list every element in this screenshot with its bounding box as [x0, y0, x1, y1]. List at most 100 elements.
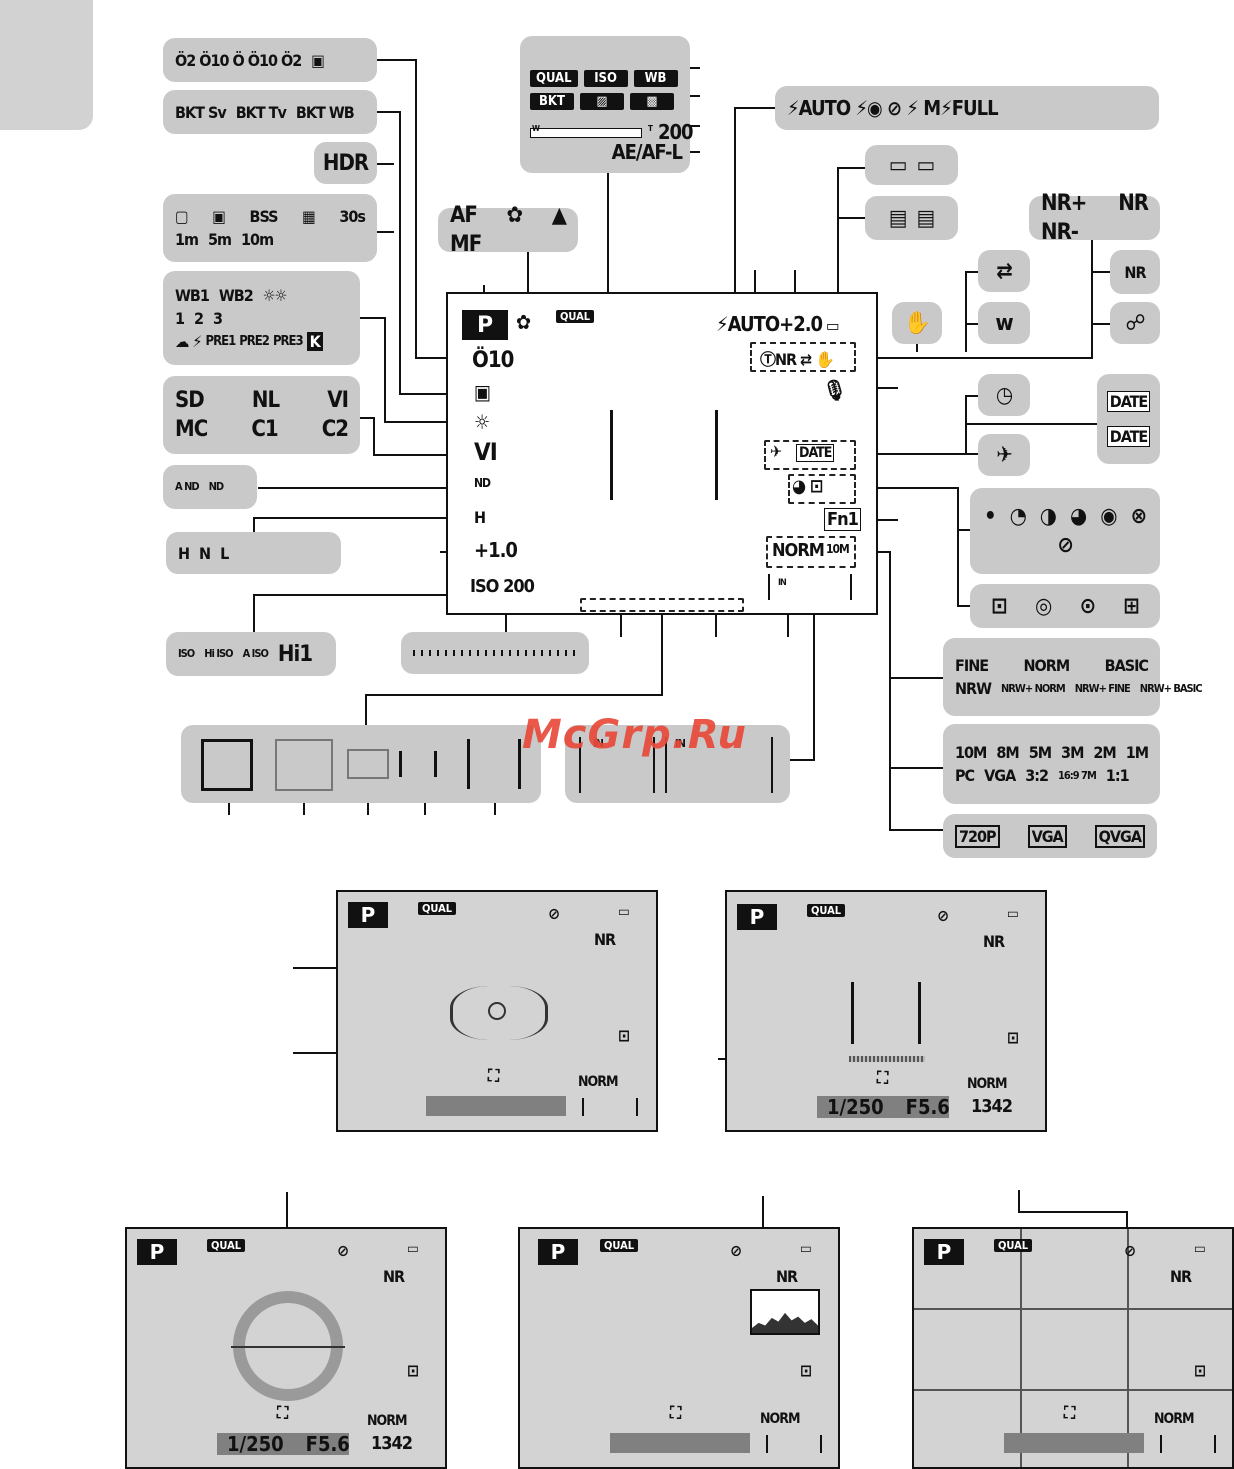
- ae-af-lock: AE/AF-L: [611, 140, 683, 164]
- white-balance-box: WB1 WB2 ☼☼ 1 2 3 ☁ ⚡ PRE1 PRE2 PRE3 K: [163, 271, 360, 365]
- q-nrw: NRW: [955, 679, 992, 698]
- af-target: [488, 1002, 506, 1020]
- norm-indicator: NORM: [760, 1411, 800, 1427]
- metering-icon: ⊡: [800, 1361, 812, 1380]
- quality-indicator: NORM: [772, 540, 825, 561]
- bkt-tv: BKT Tv: [235, 102, 287, 122]
- exposure-scale-box: [401, 632, 589, 674]
- exposure-scale: [413, 650, 577, 656]
- multishot-icon: ▦: [302, 207, 316, 226]
- size-8m: 8M: [996, 743, 1019, 762]
- battery-icon: ▭: [1194, 1241, 1206, 1257]
- picture-control-box: SD NL VI MC C1 C2: [163, 376, 360, 454]
- grid-v1: [1020, 1229, 1022, 1467]
- vr-hand-icon: ✋: [903, 310, 931, 336]
- size-vga: VGA: [984, 766, 1016, 785]
- aperture: F5.6: [305, 1432, 350, 1456]
- qual-indicator: QUAL: [556, 310, 595, 323]
- mode-indicator: P: [348, 902, 388, 928]
- memory-card-icon-1: ▤: [888, 205, 908, 231]
- example-screen-4: P QUAL ⊘ ▭ NR ⊡ ⛶ NORM: [518, 1227, 840, 1469]
- info-bar: 1/250 F5.6: [217, 1432, 350, 1456]
- wind-icon: w: [995, 310, 1013, 336]
- nr-box: NR+ NR NR-: [1029, 191, 1160, 245]
- pc-sd: SD: [175, 388, 205, 413]
- size-5m: 5M: [1028, 743, 1052, 762]
- chip-wb: WB: [633, 69, 678, 87]
- bkt-wb: BKT WB: [295, 102, 355, 122]
- zoom-w: W: [532, 123, 540, 133]
- wb2-label: WB2: [218, 285, 254, 305]
- battery-icon: ▭: [618, 904, 630, 920]
- fluor-1: 1: [175, 308, 185, 328]
- wb-indicator: ☼: [474, 410, 490, 434]
- example-screen-2: P QUAL ⊘ ▭ NR ⊡ ⛶ NORM 1/250 F5.6 1342: [725, 890, 1047, 1132]
- macro-indicator: ✿: [516, 310, 531, 334]
- size-pc: PC: [955, 766, 975, 785]
- qual-indicator: QUAL: [994, 1239, 1033, 1252]
- motion-icon: ⇄: [996, 258, 1013, 284]
- chip-bkt: BKT: [530, 92, 574, 110]
- cloud-icon: ☁: [175, 331, 189, 351]
- size-2m: 2M: [1093, 743, 1116, 762]
- histogram-curve: [752, 1312, 818, 1333]
- example-screen-3: P QUAL ⊘ ▭ NR ⊡ ⛶ NORM 1/250 F5.6 1342: [125, 1227, 447, 1469]
- example-screen-5: P QUAL ⊘ ▭ NR ⊡ ⛶ NORM: [912, 1227, 1234, 1469]
- card-box: ▤ ▤: [865, 196, 958, 240]
- iso-value: 200: [658, 119, 694, 144]
- vr-indicators: ⓉNR ⇄ ✋: [760, 350, 835, 369]
- adl-normal: N: [199, 543, 211, 563]
- size-3-2: 3:2: [1025, 766, 1049, 785]
- grid-v2: [1127, 1229, 1129, 1467]
- macro-icon: ✿: [506, 203, 524, 228]
- chapter-tab: [0, 0, 93, 130]
- wifi-1-icon: ◔: [1009, 504, 1027, 529]
- q-norm: NORM: [1023, 656, 1070, 675]
- flash-off-icon: ⊘: [337, 1241, 349, 1260]
- focus-brackets-small: [399, 751, 437, 777]
- info-bar: [1004, 1433, 1144, 1453]
- active-dlighting-box: H N L: [166, 532, 341, 574]
- selftimer-box: Ö2 Ö10 Ö Ö10 Ö2 ▣: [163, 38, 377, 82]
- memory-bracket-2: [665, 737, 773, 793]
- adl-high: H: [178, 543, 190, 563]
- nd-indicator: ND: [474, 476, 491, 490]
- eye-icon: ☍: [1125, 310, 1145, 336]
- iso-indicator: ISO 200: [470, 576, 535, 597]
- watermark: McGrp.Ru: [522, 712, 747, 758]
- scene-icon: ⛶: [877, 1068, 888, 1087]
- movie-qvga: QVGA: [1094, 824, 1145, 848]
- sun-icon: ☼☼: [262, 285, 288, 305]
- fn-indicator: Fn1: [824, 508, 861, 531]
- scene-icon: ⛶: [670, 1403, 681, 1422]
- metering-icon: ⊡: [1194, 1361, 1206, 1380]
- wind-box: w: [978, 302, 1030, 344]
- q-nrw-fine: NRW+ FINE: [1074, 681, 1131, 695]
- flash-readout: ⚡AUTO+2.0: [716, 312, 823, 336]
- pre2-label: PRE2: [239, 333, 270, 349]
- wifi-3-icon: ◕: [1070, 504, 1087, 529]
- wifi-0-icon: •: [983, 504, 997, 529]
- pc-nl: NL: [251, 388, 280, 413]
- qual-indicator: QUAL: [600, 1239, 639, 1252]
- af-brackets: [610, 410, 718, 500]
- focus-frame-large: [201, 739, 253, 791]
- selftimer-readout: Ö10: [472, 348, 514, 373]
- af-brackets: [851, 982, 921, 1044]
- bkt-sv: BKT Sv: [175, 102, 227, 122]
- shots-remaining: 1342: [971, 1096, 1013, 1117]
- q-basic: BASIC: [1104, 656, 1149, 675]
- main-monitor: P ✿ QUAL ⚡AUTO+2.0 ▭ ⓉNR ⇄ ✋ Ö10 ▣ 🎙 ☼ ✈…: [446, 292, 878, 615]
- focus-frame-dashed: [275, 739, 333, 791]
- interval-1m: 1m: [175, 230, 199, 249]
- shutter-aperture-group: [580, 598, 744, 612]
- vr-box: ✋: [892, 302, 942, 344]
- iso-box: ISO Hi ISO A ISO Hi1: [166, 632, 336, 676]
- bracketing-box: BKT Sv BKT Tv BKT WB: [163, 90, 377, 134]
- selftimer-options: Ö2 Ö10 Ö Ö10 Ö2: [175, 50, 302, 70]
- timer-nr: NR: [1124, 262, 1146, 282]
- qual-indicator: QUAL: [207, 1239, 246, 1252]
- memory-frame: [766, 1435, 822, 1453]
- shutter-speed: 1/250: [227, 1432, 284, 1456]
- memory-in-1: IN: [593, 737, 604, 750]
